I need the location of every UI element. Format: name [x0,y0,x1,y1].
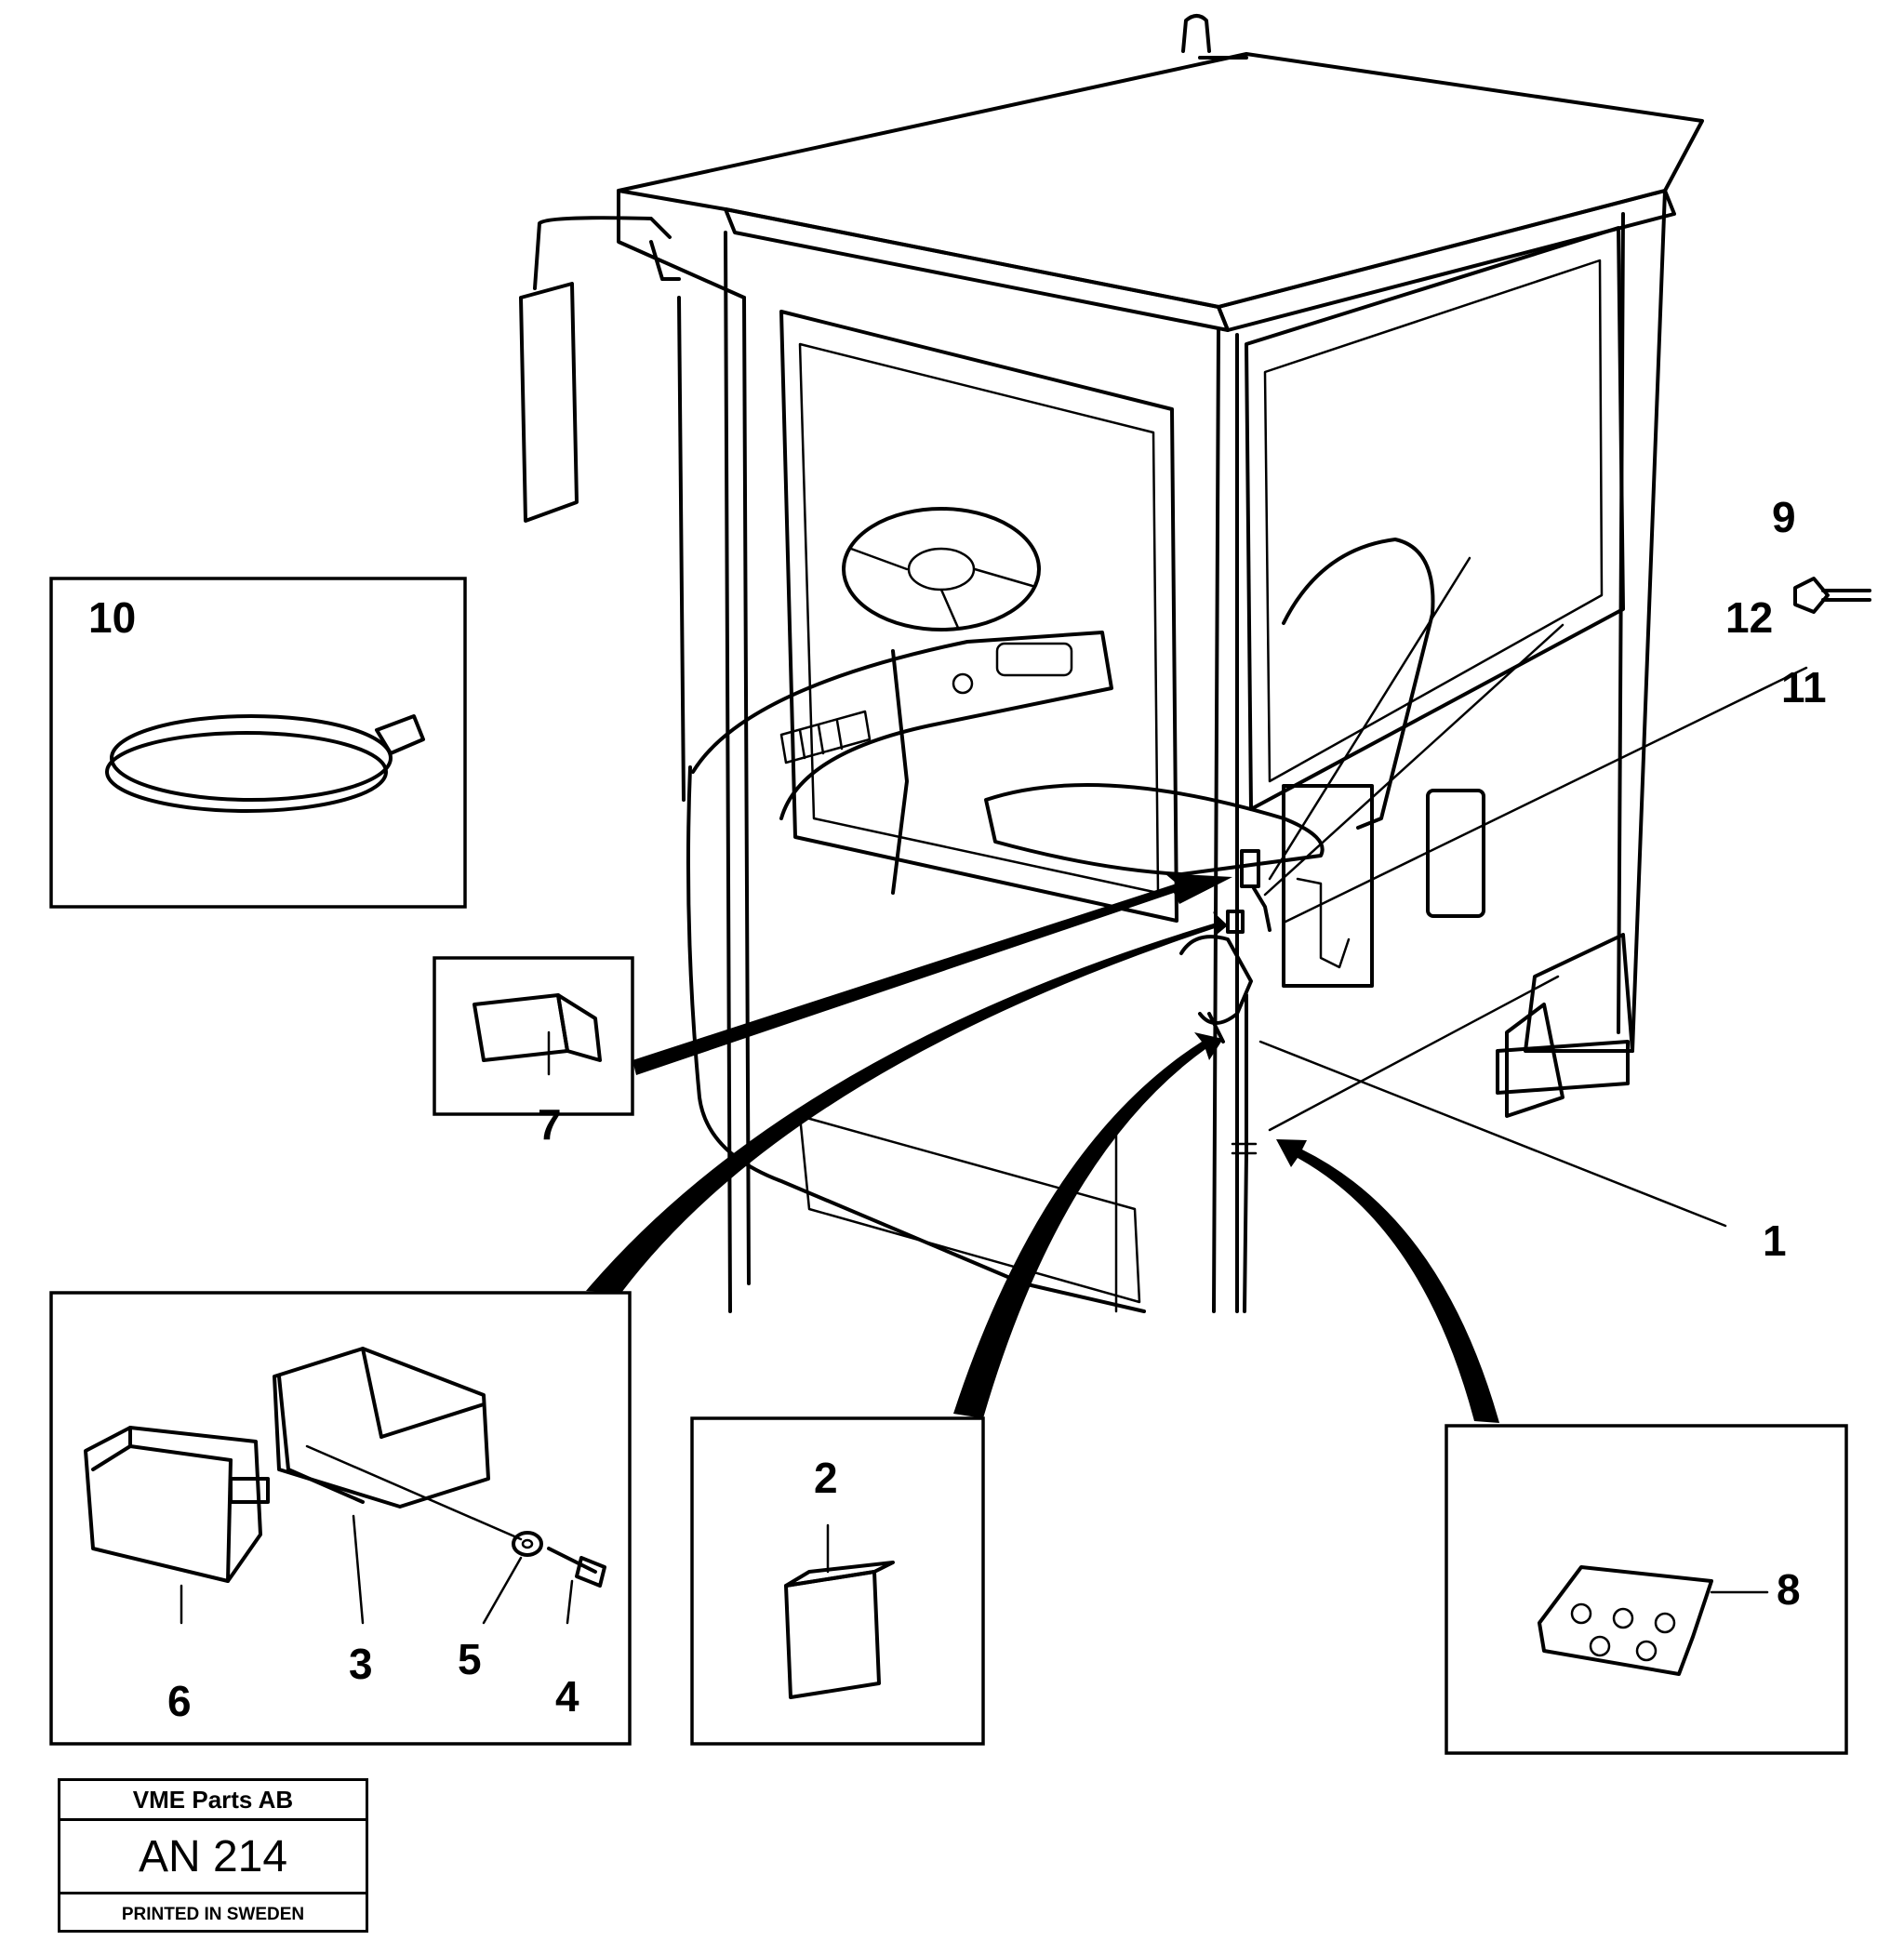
detail-box-relay-small [690,1416,985,1746]
cab-illustration [519,14,1704,1313]
washer-icon [512,1531,543,1557]
bracket-icon [1538,1565,1769,1676]
callout-10: 10 [88,593,136,642]
company-name: VME Parts AB [60,1781,366,1821]
callout-9: 9 [1772,493,1796,541]
detail-box-relay [49,1291,632,1746]
detail-arrows [586,873,1499,1423]
detail-box-bracket [1445,1424,1848,1755]
cable-tie-icon [105,714,425,813]
relay-icon [84,1426,270,1583]
detail-box-fuse [433,956,634,1116]
drawing-code: AN 214 [60,1821,366,1894]
leader-lines [128,556,1808,1228]
fuse-icon [473,993,602,1076]
callout-2: 2 [814,1454,838,1502]
relay-holder-icon [273,1347,523,1541]
small-relay-icon [784,1523,895,1699]
detail-box-cable-tie [49,577,467,909]
callout-8: 8 [1777,1565,1801,1614]
screw-icon [547,1547,606,1588]
printed-notice: PRINTED IN SWEDEN [121,1905,305,1924]
callout-4: 4 [555,1672,579,1721]
callout-6: 6 [167,1677,192,1725]
title-block: VME Parts AB AN 214 PRINTED IN SWEDEN [58,1778,368,1933]
callout-11: 11 [1781,663,1827,711]
callout-12: 12 [1725,593,1773,642]
callout-5: 5 [458,1635,482,1683]
callout-labels: 1 2 3 4 5 6 7 8 9 10 11 12 [88,493,1827,1725]
bolt-icon [1793,577,1871,614]
callout-7: 7 [538,1100,562,1149]
callout-1: 1 [1763,1216,1787,1265]
callout-3: 3 [349,1640,373,1688]
